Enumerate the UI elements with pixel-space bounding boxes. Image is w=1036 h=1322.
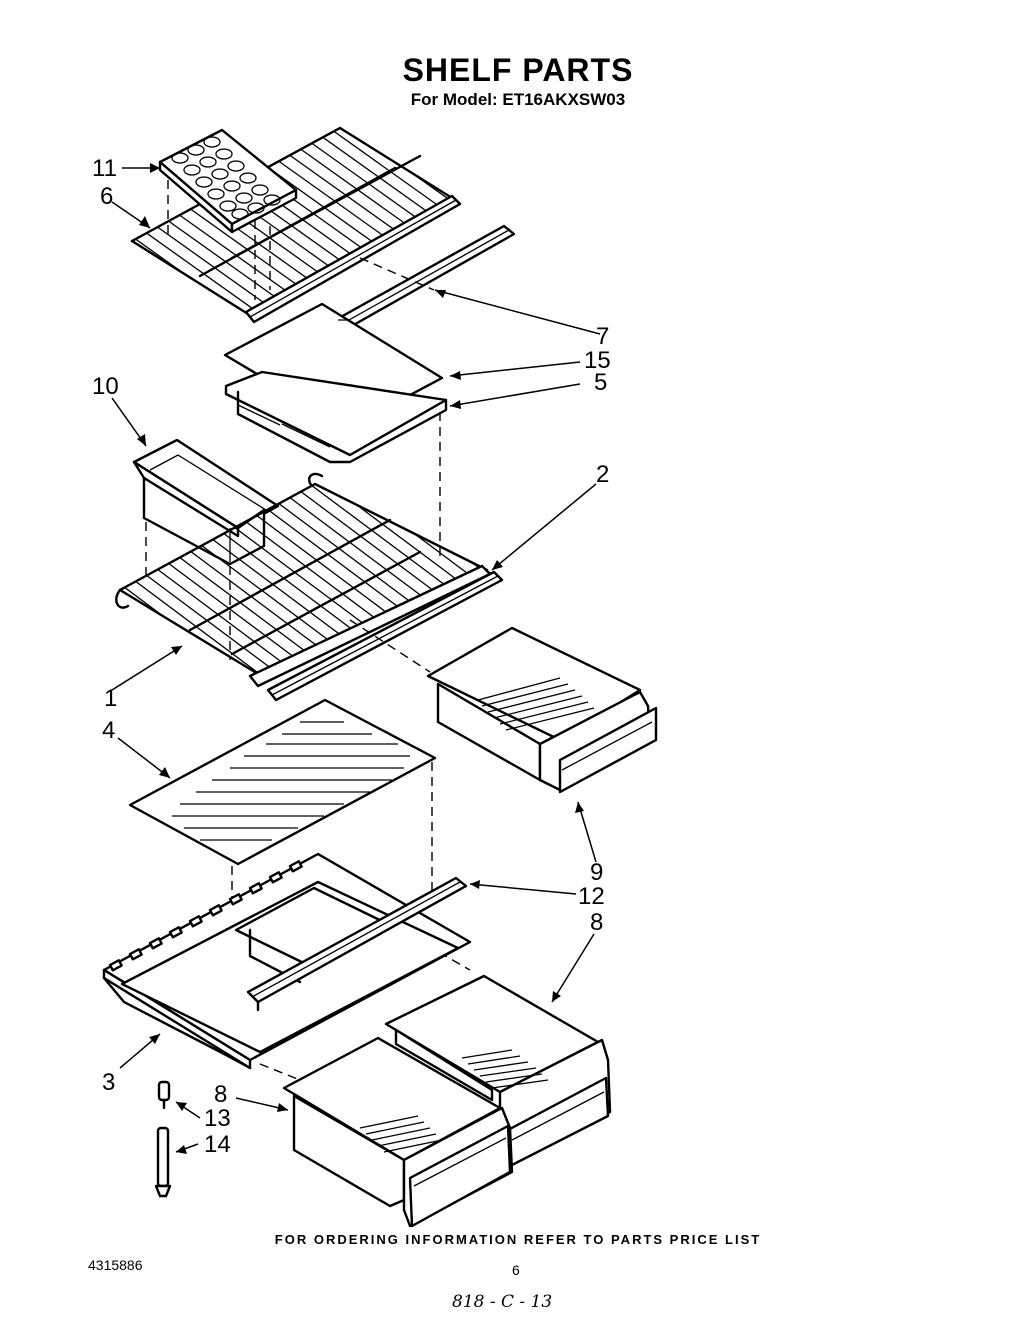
callout-12: 12	[578, 883, 605, 910]
callout-3: 3	[102, 1069, 115, 1096]
callout-2: 2	[596, 461, 609, 488]
leader-lines	[111, 163, 601, 1154]
callout-6: 6	[100, 183, 113, 210]
callout-9: 9	[590, 859, 603, 886]
callout-8-right: 8	[590, 909, 603, 936]
callout-7: 7	[596, 323, 609, 350]
alignment-lines-middle	[145, 522, 431, 673]
slide-bracket-13	[157, 1080, 171, 1110]
callout-14: 14	[204, 1131, 231, 1158]
storage-bin-10	[132, 438, 280, 566]
callout-15: 15	[584, 347, 611, 374]
page-title: SHELF PARTS	[402, 52, 634, 88]
document-number: 4315886	[88, 1257, 143, 1273]
callout-10: 10	[92, 373, 119, 400]
ordering-info-note: FOR ORDERING INFORMATION REFER TO PARTS …	[274, 1232, 762, 1247]
glass-shelf-4	[128, 698, 437, 866]
callout-labels: 11 6 7 15 5 10 2 1 4 9 12 8 3 8 13 14	[92, 155, 611, 1158]
support-rod-14	[154, 1126, 172, 1198]
callout-1: 1	[104, 685, 117, 712]
ice-cube-tray	[158, 128, 298, 234]
crisper-drawer-right	[384, 974, 612, 1168]
alignment-lines-top	[167, 180, 441, 556]
crisper-divider-12	[246, 876, 468, 1012]
callout-4: 4	[102, 717, 115, 744]
shelf-frame-5	[224, 370, 448, 464]
callout-8-left: 8	[214, 1081, 227, 1108]
shelf-trim-2	[248, 564, 504, 702]
page-number: 6	[512, 1262, 520, 1278]
callout-5: 5	[594, 369, 607, 396]
meat-pan-9	[426, 626, 658, 794]
shelf-trim-top	[244, 194, 462, 324]
handwritten-note: 818 - C - 13	[452, 1292, 553, 1312]
callout-11: 11	[92, 155, 117, 182]
crisper-drawer-left	[282, 1036, 514, 1228]
callout-13: 13	[204, 1105, 231, 1132]
model-subtitle: For Model: ET16AKXSW03	[410, 90, 626, 109]
